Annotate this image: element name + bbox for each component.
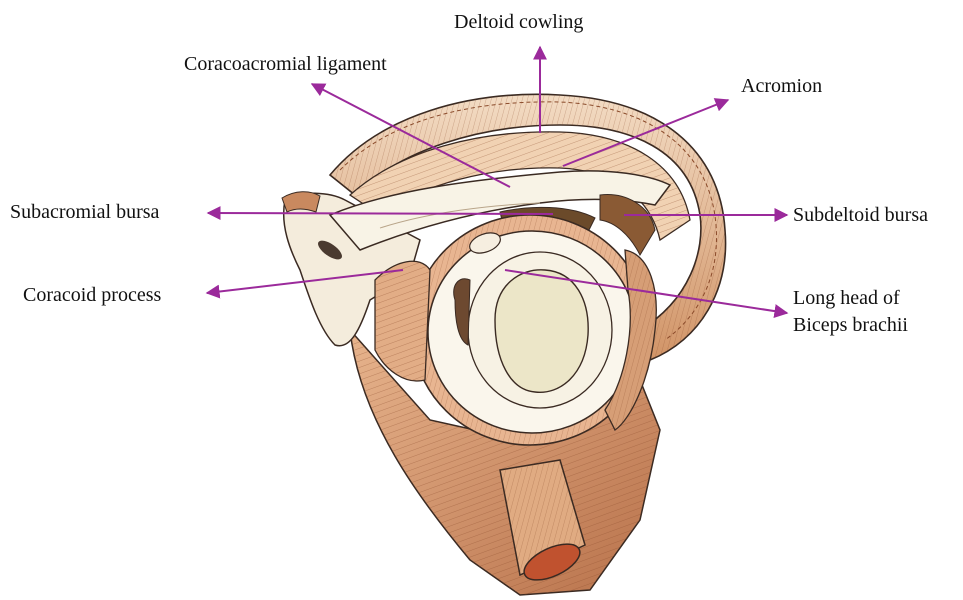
arrow-subacromial-bursa [208,213,553,214]
label-subdeltoid-bursa: Subdeltoid bursa [793,203,928,227]
label-long-head-biceps: Long head of Biceps brachii [793,285,908,339]
label-coracoid-process: Coracoid process [23,283,161,307]
label-acromion: Acromion [741,74,822,98]
label-long-head-line1: Long head of [793,285,908,312]
label-long-head-line2: Biceps brachii [793,312,908,339]
label-deltoid-cowling: Deltoid cowling [454,10,583,34]
label-subacromial-bursa: Subacromial bursa [10,200,159,224]
label-coracoacromial-ligament: Coracoacromial ligament [184,52,387,76]
